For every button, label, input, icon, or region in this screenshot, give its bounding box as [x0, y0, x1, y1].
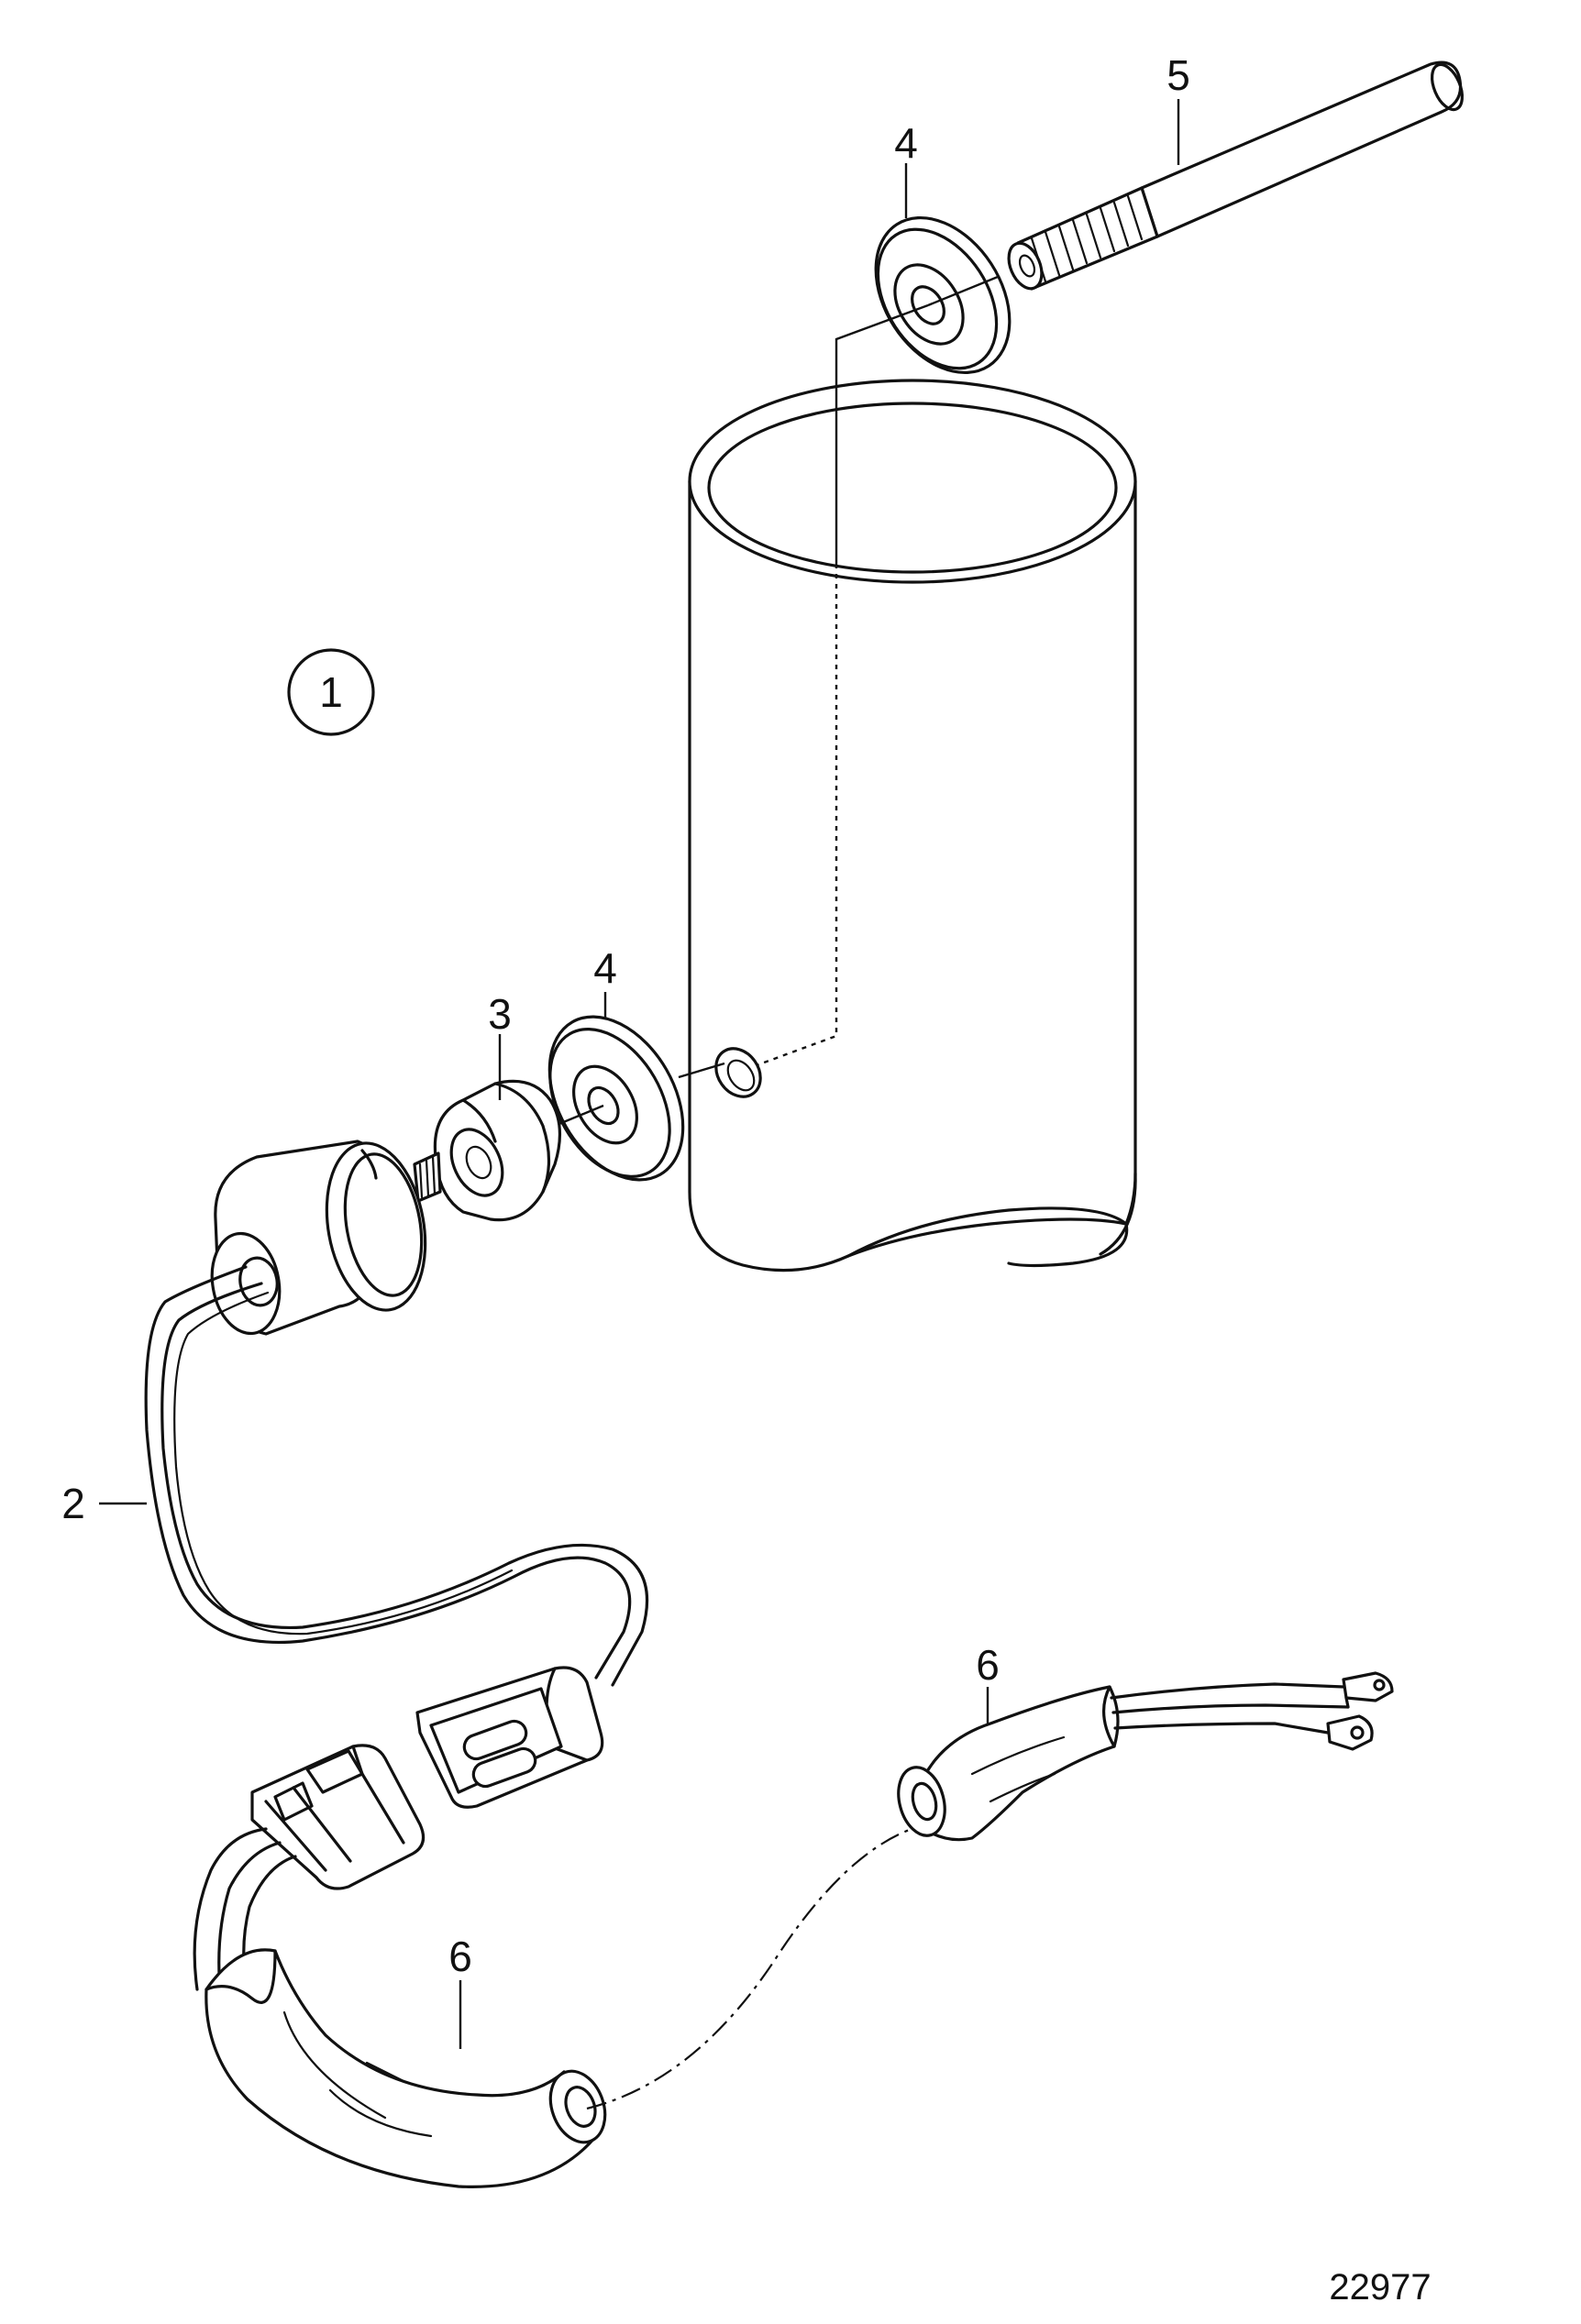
connector-male [415, 1666, 604, 1809]
washer-top [874, 215, 1012, 375]
threaded-rod [1007, 61, 1465, 291]
tube-housing [688, 379, 1137, 1272]
sleeve-connection-line [586, 1823, 927, 2110]
callout-sleeve-right: 6 [976, 1641, 1000, 1689]
assembly-circle-marker [287, 648, 375, 736]
hex-nut [433, 1079, 562, 1222]
reference-number: 22977 [1329, 2267, 1431, 2307]
terminal-wires [1110, 1671, 1394, 1751]
callout-washer-top: 4 [894, 119, 918, 167]
sleeve-right [897, 1685, 1120, 1842]
callout-cable: 2 [61, 1480, 85, 1527]
assembly-centerline-top [927, 275, 999, 307]
callout-washer-middle: 4 [593, 944, 617, 992]
assembly-centerline-guide [835, 303, 929, 564]
callout-assembly: 1 [319, 668, 343, 716]
sensor [210, 1140, 442, 1336]
callout-sleeve-bottom: 6 [448, 1933, 472, 1980]
leader-lines [99, 99, 1180, 2049]
washer-middle [547, 1015, 685, 1182]
callout-rod: 5 [1166, 51, 1190, 99]
callout-nut: 3 [488, 990, 512, 1038]
cable [144, 1265, 649, 1687]
assembly-centerline-hidden [756, 564, 838, 1067]
sleeve-bottom [205, 1948, 607, 2188]
connector-female [250, 1744, 426, 1890]
